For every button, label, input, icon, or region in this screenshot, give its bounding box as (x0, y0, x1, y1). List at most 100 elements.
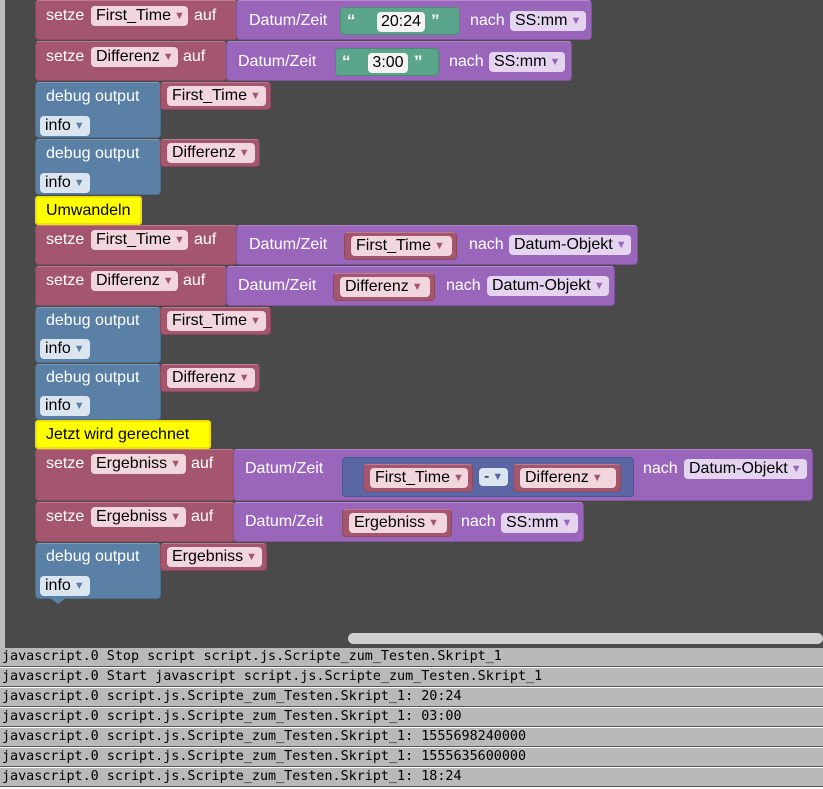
debug-output-block[interactable]: debug output info▼ (35, 364, 161, 420)
variable-get-block[interactable]: Differenz▼ (160, 139, 260, 167)
variable-get-block[interactable]: First_Time▼ (363, 464, 473, 492)
block-connector-notch (50, 598, 66, 604)
string-value[interactable]: 20:24 (377, 12, 425, 32)
variable-dropdown-differenz[interactable]: Differenz▼ (167, 143, 255, 163)
datetime-convert-block[interactable]: Datum/Zeit Differenz▼ nach Datum-Objekt▼ (226, 266, 615, 306)
horizontal-scrollbar[interactable] (348, 633, 823, 644)
variable-dropdown-differenz[interactable]: Differenz▼ (91, 271, 178, 291)
variable-get-block[interactable]: Differenz▼ (333, 273, 435, 301)
variable-dropdown-first-time[interactable]: First_Time▼ (91, 6, 188, 26)
workspace-left-border (0, 0, 5, 648)
string-value[interactable]: 3:00 (368, 53, 408, 73)
debug-output-label: debug output (46, 145, 140, 162)
blockly-workspace[interactable]: setze First_Time▼ auf Datum/Zeit “ 20:24… (0, 0, 823, 648)
dropdown-arrow-icon: ▼ (246, 551, 258, 563)
debug-output-label: debug output (46, 312, 140, 329)
string-block[interactable]: “ 20:24 ” (340, 7, 460, 35)
datetime-convert-block[interactable]: Datum/Zeit Ergebniss▼ nach SS:mm▼ (233, 502, 584, 542)
variable-dropdown-differenz[interactable]: Differenz▼ (520, 468, 616, 488)
datetime-convert-block[interactable]: Datum/Zeit First_Time▼ -▼ Differenz▼ nac… (233, 449, 813, 501)
dropdown-arrow-icon: ▼ (428, 517, 440, 529)
variable-dropdown-differenz[interactable]: Differenz▼ (167, 368, 255, 388)
variable-dropdown-first-time[interactable]: First_Time▼ (167, 311, 266, 331)
set-first-time-block[interactable]: setze First_Time▼ auf (35, 225, 238, 265)
variable-dropdown-first-time[interactable]: First_Time▼ (370, 468, 468, 488)
auf-label: auf (191, 508, 214, 525)
auf-label: auf (194, 231, 217, 248)
debug-output-label: debug output (46, 548, 140, 565)
debug-output-block[interactable]: debug output info▼ (35, 307, 161, 363)
log-line: javascript.0 script.js.Scripte_zum_Teste… (0, 688, 823, 707)
format-dropdown[interactable]: SS:mm▼ (501, 513, 578, 533)
dropdown-arrow-icon: ▼ (615, 239, 627, 251)
variable-get-block[interactable]: Differenz▼ (513, 464, 621, 492)
log-level-dropdown[interactable]: info▼ (40, 339, 90, 359)
variable-get-block[interactable]: First_Time▼ (160, 82, 271, 110)
setze-label: setze (46, 7, 85, 24)
variable-dropdown-ergebniss[interactable]: Ergebniss▼ (167, 547, 262, 567)
set-ergebniss-block[interactable]: setze Ergebniss▼ auf (35, 449, 235, 501)
debug-output-block[interactable]: debug output info▼ (35, 139, 161, 195)
log-line: javascript.0 script.js.Scripte_zum_Teste… (0, 708, 823, 727)
log-panel: javascript.0 Stop script script.js.Scrip… (0, 648, 823, 789)
dropdown-arrow-icon: ▼ (162, 51, 174, 63)
quote-close-icon: ” (431, 11, 440, 30)
set-first-time-block[interactable]: setze First_Time▼ auf (35, 0, 238, 40)
dropdown-arrow-icon: ▼ (73, 120, 85, 132)
variable-dropdown-first-time[interactable]: First_Time▼ (91, 230, 188, 250)
format-dropdown[interactable]: SS:mm▼ (510, 11, 586, 31)
format-dropdown[interactable]: Datum-Objekt▼ (509, 235, 631, 255)
variable-dropdown-differenz[interactable]: Differenz▼ (340, 277, 430, 297)
nach-label: nach (449, 53, 484, 70)
datetime-convert-block[interactable]: Datum/Zeit “ 20:24 ” nach SS:mm▼ (236, 0, 592, 40)
variable-get-block[interactable]: Ergebniss▼ (342, 509, 452, 537)
dropdown-arrow-icon: ▼ (570, 15, 582, 27)
log-level-dropdown[interactable]: info▼ (40, 116, 90, 136)
dropdown-arrow-icon: ▼ (433, 240, 445, 252)
log-line: javascript.0 script.js.Scripte_zum_Teste… (0, 748, 823, 767)
log-level-dropdown[interactable]: info▼ (40, 576, 90, 596)
set-differenz-block[interactable]: setze Differenz▼ auf (35, 41, 227, 81)
format-dropdown[interactable]: Datum-Objekt▼ (487, 276, 609, 296)
dropdown-arrow-icon: ▼ (73, 343, 85, 355)
variable-dropdown-differenz[interactable]: Differenz▼ (91, 47, 178, 67)
quote-open-icon: “ (347, 11, 356, 30)
variable-dropdown-ergebniss[interactable]: Ergebniss▼ (91, 454, 186, 474)
datetime-label: Datum/Zeit (238, 277, 317, 294)
format-dropdown[interactable]: Datum-Objekt▼ (684, 459, 807, 479)
dropdown-arrow-icon: ▼ (238, 372, 250, 384)
dropdown-arrow-icon: ▼ (249, 315, 261, 327)
nach-label: nach (461, 513, 496, 530)
setze-label: setze (46, 231, 85, 248)
log-line: javascript.0 Stop script script.js.Scrip… (0, 648, 823, 667)
setze-label: setze (46, 272, 85, 289)
math-subtract-block[interactable]: First_Time▼ -▼ Differenz▼ (342, 457, 634, 497)
auf-label: auf (191, 455, 214, 472)
debug-output-block[interactable]: debug output info▼ (35, 543, 161, 599)
set-ergebniss-block[interactable]: setze Ergebniss▼ auf (35, 502, 235, 542)
log-level-dropdown[interactable]: info▼ (40, 173, 90, 193)
dropdown-arrow-icon: ▼ (790, 463, 802, 475)
variable-dropdown-ergebniss[interactable]: Ergebniss▼ (349, 513, 447, 533)
variable-get-block[interactable]: Differenz▼ (160, 364, 260, 392)
dropdown-arrow-icon: ▼ (561, 517, 573, 529)
variable-get-block[interactable]: First_Time▼ (344, 232, 457, 260)
operator-dropdown[interactable]: -▼ (479, 468, 508, 486)
debug-output-block[interactable]: debug output info▼ (35, 82, 161, 138)
set-differenz-block[interactable]: setze Differenz▼ auf (35, 266, 227, 306)
log-line: javascript.0 script.js.Scripte_zum_Teste… (0, 768, 823, 787)
format-dropdown[interactable]: SS:mm▼ (489, 52, 565, 72)
variable-dropdown-first-time[interactable]: First_Time▼ (167, 86, 266, 106)
comment-block[interactable]: Jetzt wird gerechnet (35, 420, 211, 449)
variable-get-block[interactable]: Ergebniss▼ (160, 543, 267, 571)
dropdown-arrow-icon: ▼ (170, 511, 182, 523)
datetime-convert-block[interactable]: Datum/Zeit First_Time▼ nach Datum-Objekt… (236, 225, 638, 265)
variable-dropdown-first-time[interactable]: First_Time▼ (351, 236, 452, 256)
variable-dropdown-ergebniss[interactable]: Ergebniss▼ (91, 507, 186, 527)
datetime-convert-block[interactable]: Datum/Zeit “ 3:00 ” nach SS:mm▼ (226, 41, 572, 81)
comment-block[interactable]: Umwandeln (35, 196, 142, 225)
dropdown-arrow-icon: ▼ (162, 275, 174, 287)
string-block[interactable]: “ 3:00 ” (335, 48, 439, 76)
variable-get-block[interactable]: First_Time▼ (160, 307, 271, 335)
log-level-dropdown[interactable]: info▼ (40, 396, 90, 416)
